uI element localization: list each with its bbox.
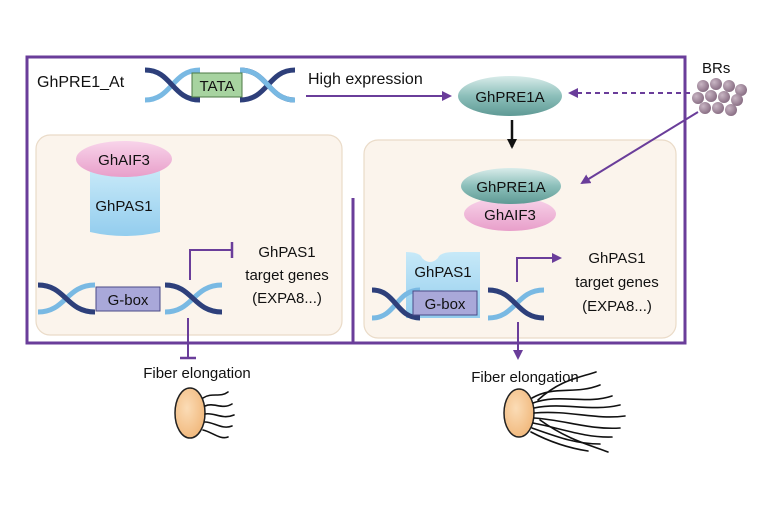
right-gbox: [412, 290, 478, 316]
ghpre1a-top-node: [458, 76, 562, 116]
left-fiber-label: Fiber elongation: [143, 365, 251, 382]
left-ghaif3-node: [76, 141, 172, 177]
left-ghpas1-label: GhPAS1: [95, 198, 152, 215]
brs-label: BRs: [702, 60, 730, 77]
left-target-line2: target genes: [245, 267, 328, 284]
left-ghaif3-label: GhAIF3: [98, 152, 150, 169]
left-gbox: [95, 286, 161, 312]
right-ghpre1a-label: GhPRE1A: [476, 179, 545, 196]
right-target-line2: target genes: [575, 274, 658, 291]
right-fiber-label: Fiber elongation: [471, 369, 579, 386]
right-cell: [503, 388, 535, 438]
high-expression-label: High expression: [308, 71, 423, 88]
right-ghpas1-label: GhPAS1: [414, 264, 471, 281]
promoter-construct-label: GhPRE1_At: [37, 74, 125, 91]
ghpre1a-top-label: GhPRE1A: [475, 89, 544, 106]
right-fibers: [530, 371, 626, 453]
right-target-line1: GhPAS1: [588, 250, 645, 267]
right-target-line3: (EXPA8...): [582, 298, 652, 315]
left-dna-helix: [37, 282, 223, 315]
left-ghpas1-node: [90, 170, 160, 236]
left-fibers: [202, 391, 235, 439]
left-cell: [174, 387, 206, 439]
right-activate-arrow: [516, 253, 562, 282]
left-gbox-label: G-box: [108, 292, 149, 309]
top-dna-helix: [144, 67, 296, 103]
right-ghpre1a-node: [461, 168, 561, 204]
left-inhibit-path: [189, 249, 232, 280]
right-ghaif3-label: GhAIF3: [484, 207, 536, 224]
outer-frame: [25, 55, 687, 345]
right-ghaif3-node: [464, 197, 556, 231]
left-target-line1: GhPAS1: [258, 244, 315, 261]
right-gbox-label: G-box: [425, 296, 466, 313]
left-target-line3: (EXPA8...): [252, 290, 322, 307]
tata-label: TATA: [200, 78, 235, 95]
brs-molecules: [692, 78, 747, 116]
tata-box: [191, 72, 243, 98]
brs-to-complex-arrow: [580, 111, 699, 185]
